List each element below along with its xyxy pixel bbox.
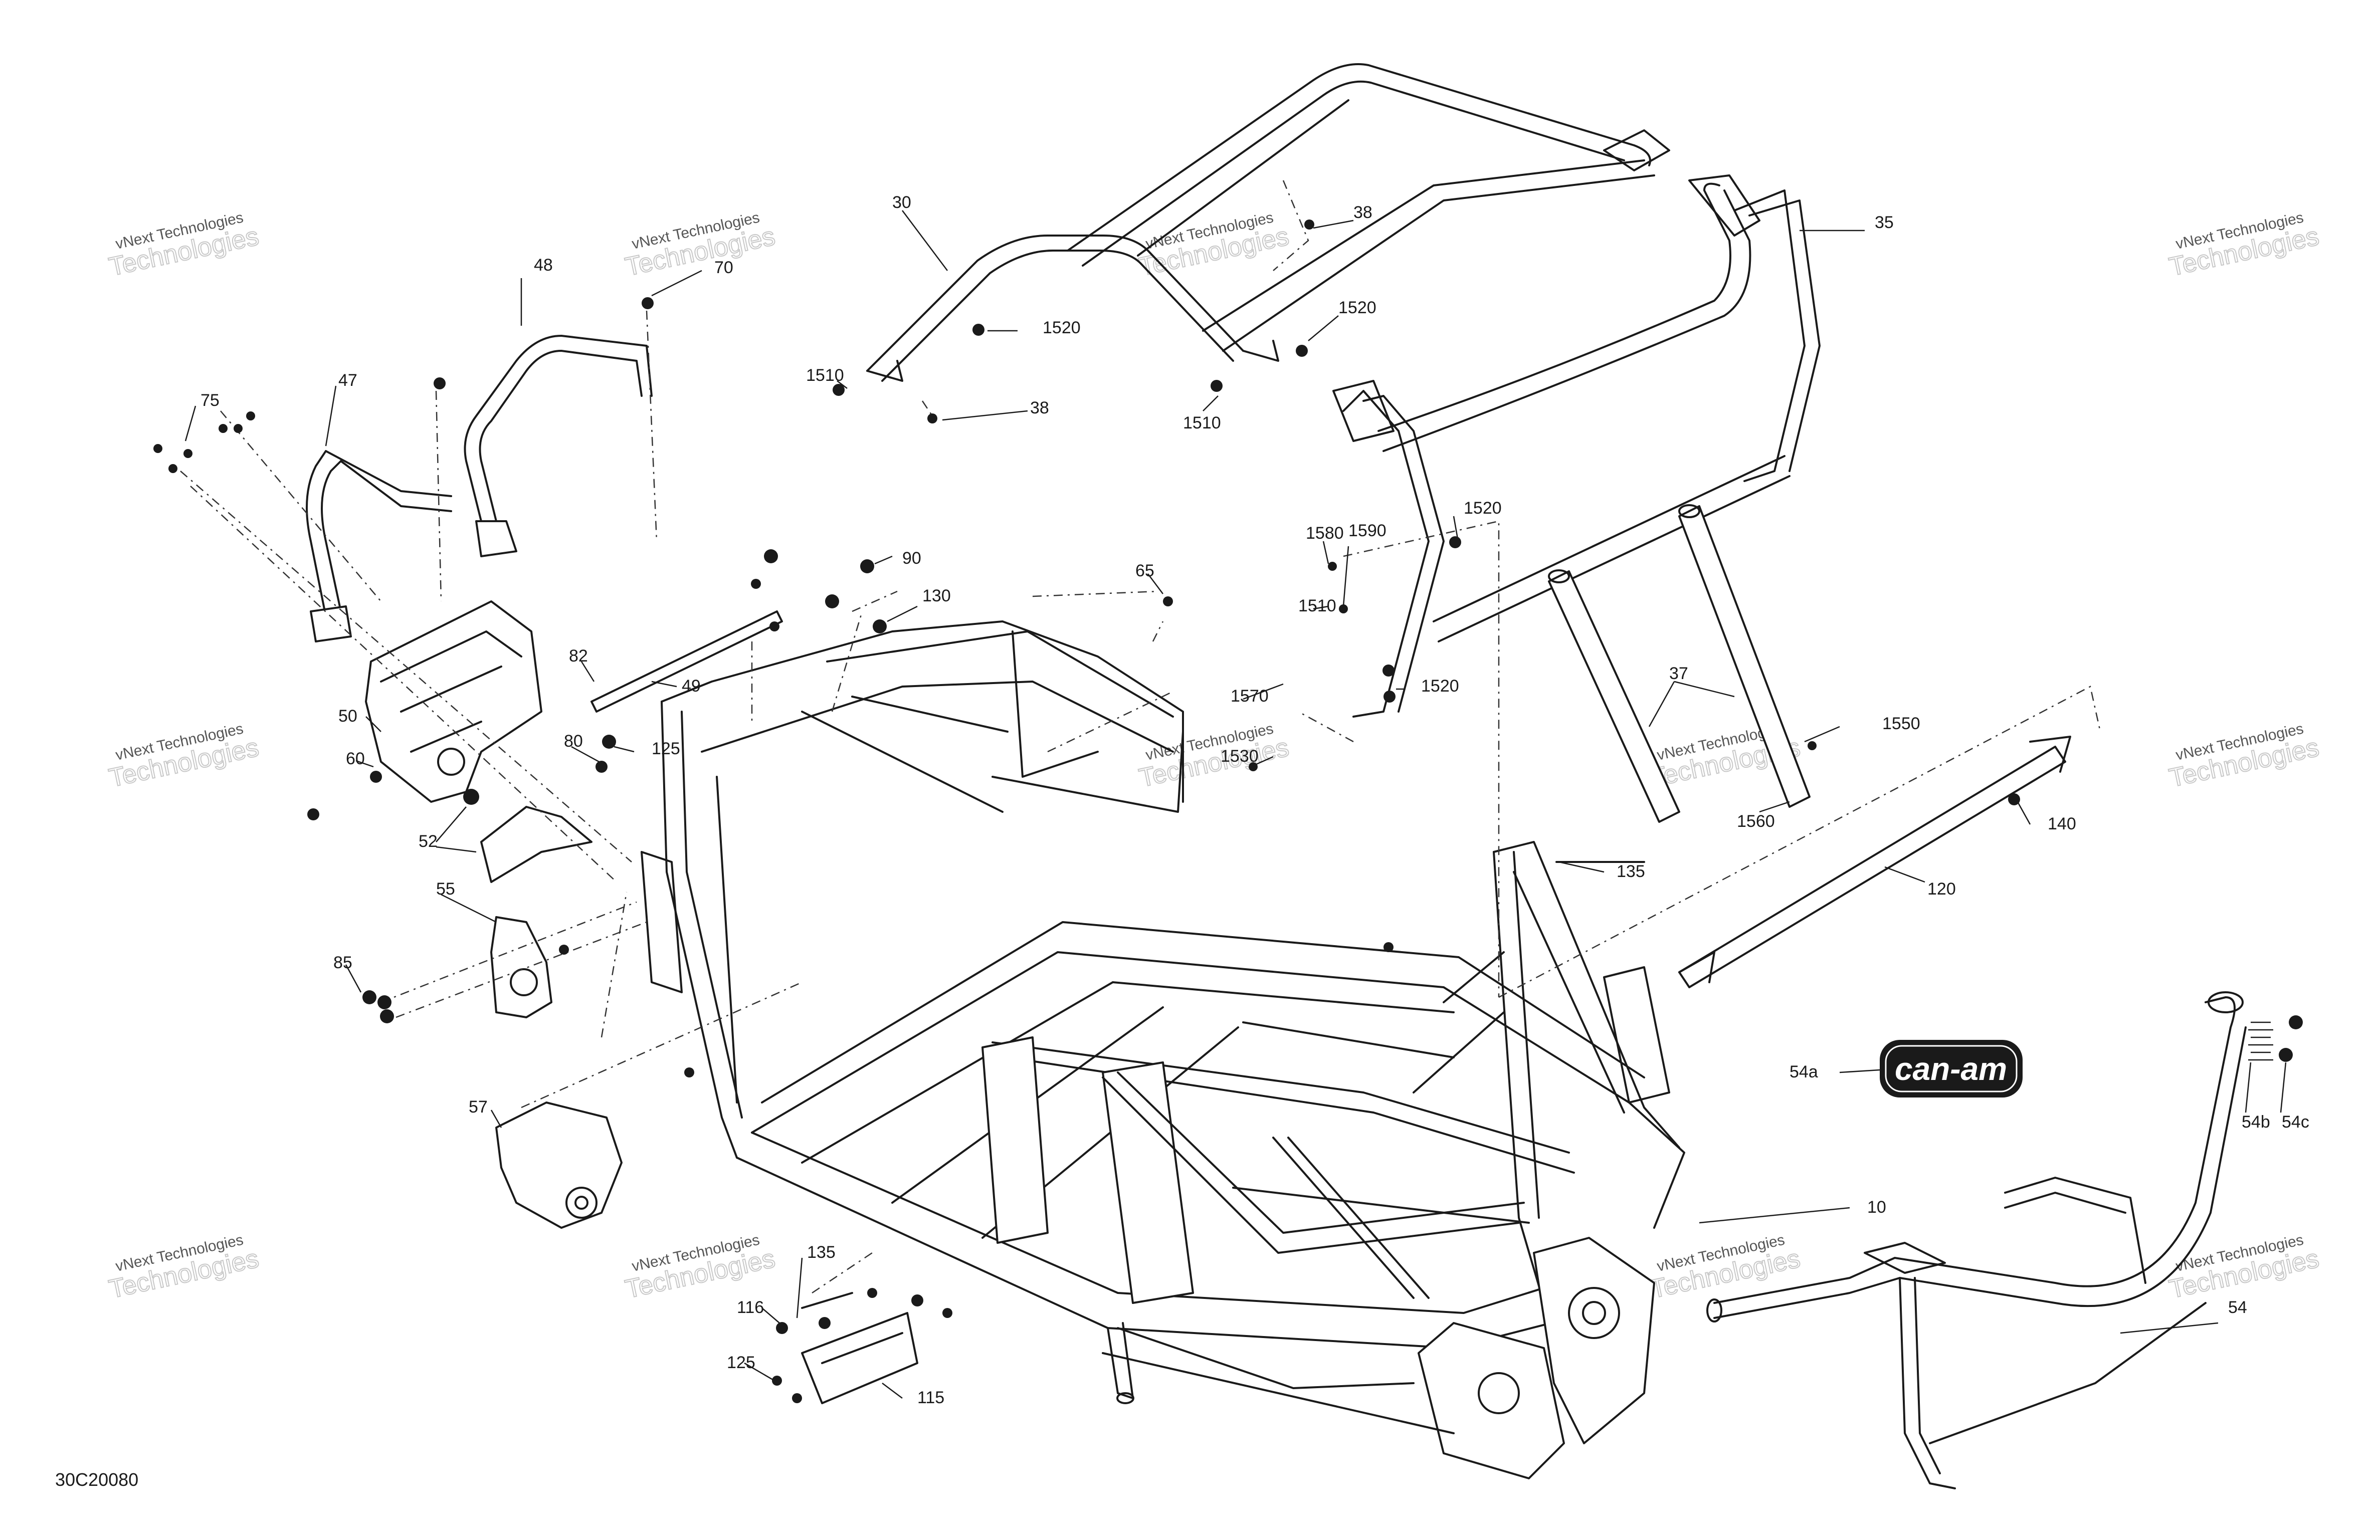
rear-struts [1548,504,1811,823]
callout-135: 135 [1617,862,1645,881]
callout-1550: 1550 [1882,714,1920,733]
mount-57 [495,1102,623,1229]
callout-38: 38 [1353,203,1372,222]
callout-75: 75 [201,391,220,410]
callout-57: 57 [469,1097,488,1117]
callout-52: 52 [419,832,438,851]
callout-120: 120 [1927,879,1956,899]
callout-60: 60 [346,749,365,768]
callout-50: 50 [338,707,357,726]
explosion-lines [180,180,2101,1294]
callout-130: 130 [922,586,951,605]
callout-80: 80 [564,732,583,751]
callout-1520: 1520 [1338,298,1376,317]
callout-38: 38 [1030,398,1049,417]
callout-1570: 1570 [1231,687,1269,706]
callout-54c: 54c [2282,1113,2309,1132]
callout-1560: 1560 [1737,812,1775,831]
callout-82: 82 [569,646,588,666]
roll-cage-front [866,63,1670,382]
roll-cage-rear [1332,174,1821,718]
leader-lines [184,210,2287,1399]
bar-49 [590,610,783,713]
callout-116: 116 [737,1298,764,1317]
rear-cross-bar [1678,736,2071,988]
mount-55 [490,916,552,1018]
drawing-code: 30C20080 [55,1469,138,1490]
callout-135: 135 [807,1243,836,1262]
grab-handle-47 [306,450,452,642]
can-am-decal-text: can-am [1895,1051,2007,1087]
callout-1530: 1530 [1221,747,1259,766]
callout-115: 115 [917,1388,944,1407]
callout-70: 70 [714,258,733,277]
fasteners [153,219,2020,1403]
callout-48: 48 [534,256,553,275]
callout-85: 85 [333,953,352,972]
callout-1510: 1510 [1298,596,1336,615]
callout-30: 30 [892,193,911,212]
housing-50 [365,600,542,803]
callout-125: 125 [652,739,680,758]
spring-54b [2248,1015,2303,1062]
callout-1520: 1520 [1464,499,1502,518]
callout-47: 47 [338,371,357,390]
callout-1590: 1590 [1348,521,1386,540]
callout-1520: 1520 [1043,318,1081,337]
callout-54a: 54a [1790,1062,1818,1081]
callout-35: 35 [1875,213,1894,232]
callout-90: 90 [902,549,921,568]
callout-37: 37 [1669,664,1688,683]
callout-55: 55 [436,879,455,899]
front-bumper [1706,991,2247,1489]
callout-140: 140 [2048,814,2076,833]
bracket-52 [480,806,592,883]
callout-1510: 1510 [1183,413,1221,432]
callout-1510: 1510 [806,366,844,385]
callout-10: 10 [1867,1198,1886,1217]
callout-54: 54 [2228,1298,2247,1317]
callout-65: 65 [1135,561,1154,580]
main-frame [641,620,1685,1479]
callout-125: 125 [727,1353,755,1372]
bracket-115 [801,1312,918,1404]
callout-54b: 54b [2242,1113,2270,1132]
grab-handle-48 [464,335,653,557]
callout-1580: 1580 [1306,524,1344,543]
callout-49: 49 [682,677,701,696]
callout-1520: 1520 [1421,677,1459,696]
can-am-decal: can-am [1880,1040,2023,1097]
